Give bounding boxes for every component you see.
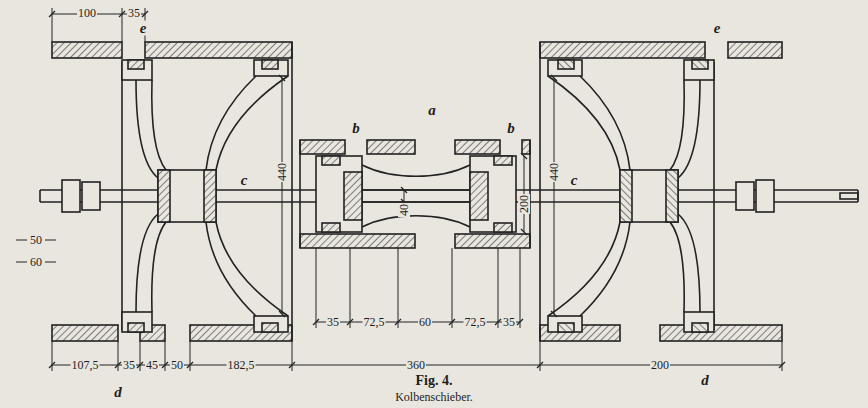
left-cylinder-part [291, 42, 293, 341]
dimension-lines-part [16, 262, 27, 263]
dimension-lines-part [190, 341, 191, 371]
dimension-lines [16, 8, 782, 371]
dimension-value: 50 [29, 234, 43, 246]
dimension-value: 200 [650, 359, 670, 371]
middle-spool-part [494, 156, 512, 165]
middle-spool-part [316, 156, 362, 232]
middle-spool-part [344, 172, 362, 220]
left-cylinder [52, 42, 292, 341]
part-letter: d [113, 385, 123, 400]
part-letter: d [700, 373, 710, 388]
right-cylinder-part [728, 42, 782, 58]
part-letter: a [427, 103, 437, 118]
dimension-value: 45 [145, 359, 159, 371]
dimension-value: 72,5 [464, 316, 487, 328]
dimension-value: 60 [29, 256, 43, 268]
part-letter: e [713, 21, 722, 36]
dimension-lines-part [16, 240, 27, 241]
dimension-lines-part [350, 248, 351, 328]
dimension-lines-part [404, 190, 405, 202]
dimension-lines-part [165, 341, 166, 371]
dimension-lines-part [520, 248, 521, 328]
middle-spool [316, 156, 516, 232]
middle-cylinder-part [455, 234, 530, 248]
dimension-lines-part [498, 248, 499, 328]
left-piston [62, 60, 288, 332]
middle-cylinder-part [367, 140, 415, 154]
dimension-value: 360 [406, 359, 426, 371]
dimension-value: 35 [326, 316, 340, 328]
dimension-lines-part [292, 341, 293, 371]
right-cylinder-part [540, 42, 705, 58]
dimension-lines-part [45, 240, 56, 241]
dimension-lines-part [52, 8, 53, 42]
left-cylinder-part [52, 325, 118, 341]
figure-caption: Kolbenschieber. [393, 391, 475, 403]
middle-spool-part [470, 156, 516, 232]
part-letter: b [506, 121, 516, 136]
right-cylinder-part [660, 325, 782, 341]
middle-cylinder [300, 140, 530, 248]
dimension-value: 35 [127, 7, 141, 19]
middle-cylinder-part [522, 140, 530, 154]
piston-rod-part [840, 193, 858, 199]
dimension-lines-part [316, 248, 317, 328]
middle-spool-part [322, 223, 340, 232]
dimension-lines-part [122, 8, 123, 42]
part-letter: c [570, 173, 579, 188]
dimension-lines-part [282, 78, 283, 314]
dimension-lines-part [540, 341, 541, 371]
right-piston [548, 60, 774, 332]
dimension-value: 182,5 [227, 359, 256, 371]
dimension-value: 35 [502, 316, 516, 328]
dimension-value: 72,5 [363, 316, 386, 328]
dimension-lines-part [52, 341, 53, 371]
dimension-lines-part [782, 341, 783, 371]
middle-cylinder-part [300, 234, 415, 248]
left-cylinder-part [52, 42, 122, 58]
part-letter: c [240, 173, 249, 188]
middle-spool-part [362, 189, 470, 191]
middle-cylinder-part [299, 140, 301, 248]
dimension-lines-part [140, 341, 141, 371]
dimension-value: 60 [418, 316, 432, 328]
dimension-value: 40 [398, 203, 410, 217]
middle-spool-part [362, 201, 470, 203]
middle-spool-part [362, 165, 470, 176]
right-cylinder [540, 42, 782, 341]
left-cylinder-part [145, 42, 292, 58]
middle-spool-part [470, 172, 488, 220]
dimension-lines-part [452, 248, 453, 328]
dimension-lines-part [554, 78, 555, 314]
middle-spool-part [362, 216, 470, 227]
dimension-value: 440 [276, 162, 288, 182]
piston-rod-part [39, 190, 41, 202]
middle-spool-part [494, 223, 512, 232]
middle-spool-part [322, 156, 340, 165]
middle-cylinder-part [455, 140, 500, 154]
part-letter: e [139, 21, 148, 36]
dimension-value: 100 [77, 7, 97, 19]
dimension-lines-part [398, 248, 399, 328]
dimension-value: 107,5 [71, 359, 100, 371]
part-letter: b [351, 121, 361, 136]
dimension-lines-part [118, 341, 119, 371]
dimension-value: 50 [170, 359, 184, 371]
middle-cylinder-part [300, 140, 345, 154]
figure-number: Fig. 4. [414, 374, 455, 388]
right-cylinder-part [539, 42, 541, 341]
dimension-lines-part [45, 262, 56, 263]
dimension-value: 440 [548, 162, 560, 182]
dimension-value: 35 [122, 359, 136, 371]
dimension-value: 200 [518, 194, 530, 214]
